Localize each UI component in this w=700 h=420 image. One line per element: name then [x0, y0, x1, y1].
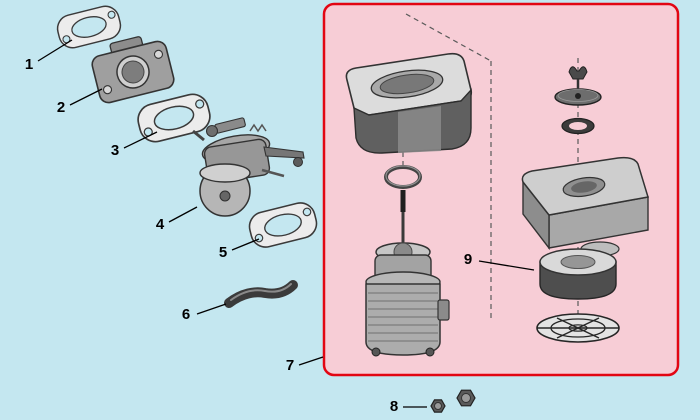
callout-3[interactable]: 3: [111, 142, 119, 159]
part-filter-housing: [521, 156, 649, 257]
part-filter-element-9: [539, 248, 617, 300]
callout-2[interactable]: 2: [57, 99, 65, 116]
callout-9[interactable]: 9: [464, 251, 472, 268]
leader-line-9: [478, 260, 535, 271]
leader-line-6: [196, 303, 227, 315]
callout-1[interactable]: 1: [25, 56, 33, 73]
leader-line-4: [168, 206, 198, 223]
leader-line-2: [69, 88, 103, 106]
part-tube-6: [224, 280, 298, 308]
part-grommet: [561, 117, 595, 135]
part-cover-plate: [554, 88, 602, 106]
part-air-cleaner-cover: [345, 52, 473, 154]
part-wing-bolt: [568, 66, 588, 88]
callout-7[interactable]: 7: [286, 357, 294, 374]
leader-line-5: [231, 238, 260, 251]
callout-6[interactable]: 6: [182, 306, 190, 323]
part-carburetor-4: [192, 117, 305, 217]
leader-lines: [37, 39, 535, 408]
callout-5[interactable]: 5: [219, 244, 227, 261]
callout-4[interactable]: 4: [156, 216, 165, 233]
part-o-ring: [384, 165, 422, 189]
part-grate: [536, 313, 620, 343]
part-cylinder-assembly: [365, 242, 450, 357]
part-insulator-2: [91, 36, 175, 104]
part-nut-large: [456, 389, 476, 407]
callout-8[interactable]: 8: [390, 398, 398, 415]
leader-line-7: [298, 356, 324, 366]
leader-line-3: [123, 131, 158, 149]
part-nut-small: [430, 399, 446, 413]
leader-line-1: [37, 39, 73, 62]
